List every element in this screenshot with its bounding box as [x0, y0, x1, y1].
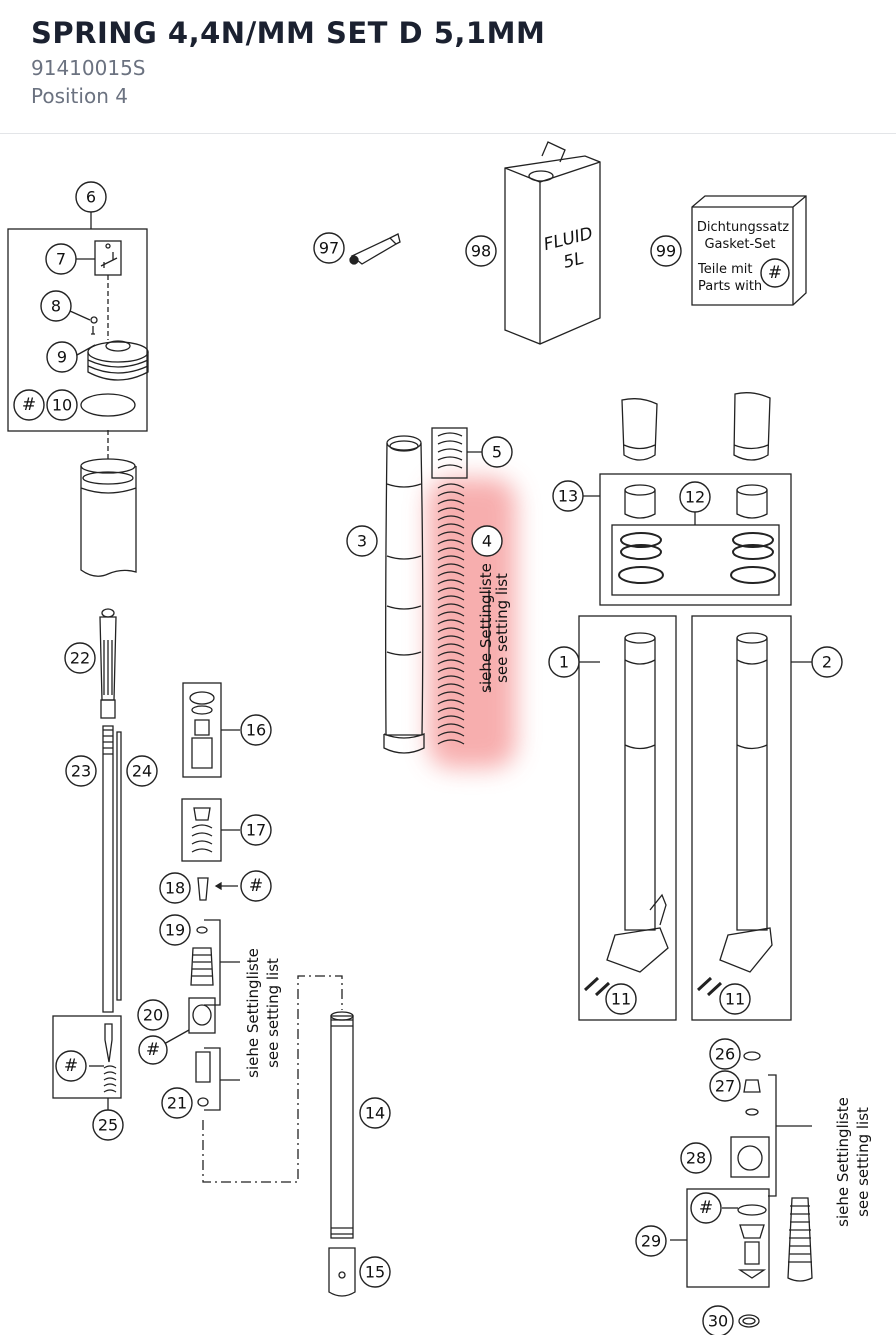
callout-3: 3: [357, 532, 367, 551]
fluid-can-outline: [504, 155, 601, 345]
group-box-13: [599, 473, 792, 606]
callout-1: 1: [559, 653, 569, 672]
callout-2: 2: [822, 653, 832, 672]
exploded-diagram: 6 7 8 9 # 10 97 98 99 # 3 5 4 13 12 1 2 …: [7, 141, 872, 1335]
part-number: 91410015S: [31, 56, 146, 80]
callout-7: 7: [56, 250, 66, 269]
gasket-box-outline: [691, 195, 807, 306]
hash-marker: #: [64, 1056, 78, 1076]
group-box-28: [730, 1136, 770, 1178]
callout-14: 14: [365, 1104, 385, 1123]
setting-note-de: siehe Settingliste: [834, 1097, 852, 1227]
setting-note-en: see setting list: [493, 573, 511, 683]
callout-20: 20: [143, 1006, 163, 1025]
callout-13: 13: [558, 487, 578, 506]
callout-29: 29: [641, 1232, 661, 1251]
header: SPRING 4,4N/MM SET D 5,1MM 91410015S Pos…: [0, 0, 896, 134]
group-box-6: [7, 228, 148, 432]
group-box-20: [188, 997, 216, 1034]
callout-8: 8: [51, 297, 61, 316]
callout-28: 28: [686, 1149, 706, 1168]
gasket-box-line4: Parts with: [698, 279, 762, 294]
setting-note-de: siehe Settingliste: [477, 563, 495, 693]
callout-11: 11: [725, 990, 745, 1009]
setting-note-en: see setting list: [264, 958, 282, 1068]
spring-4-coils: [437, 483, 465, 745]
group-box-1: [578, 615, 677, 1021]
group-box-12: [611, 524, 780, 596]
setting-note-en: see setting list: [854, 1107, 872, 1217]
product-title: SPRING 4,4N/MM SET D 5,1MM: [31, 16, 546, 50]
callout-4: 4: [482, 532, 492, 551]
group-box-25: [52, 1015, 122, 1099]
callout-18: 18: [165, 879, 185, 898]
gasket-box-line1: Dichtungssatz: [697, 220, 789, 235]
group-box-16: [182, 682, 222, 778]
hash-marker: #: [699, 1198, 713, 1218]
callout-19: 19: [165, 921, 185, 940]
callout-30: 30: [708, 1312, 728, 1331]
callout-17: 17: [246, 821, 266, 840]
gasket-box-line3: Teile mit: [697, 262, 752, 277]
callout-24: 24: [132, 762, 152, 781]
hash-marker: #: [768, 263, 782, 283]
callout-99: 99: [656, 242, 676, 261]
callout-25: 25: [98, 1116, 118, 1135]
position-label: Position 4: [31, 84, 128, 108]
group-box-2: [691, 615, 792, 1021]
callout-97: 97: [319, 239, 339, 258]
hash-marker: #: [22, 395, 36, 415]
callout-21: 21: [167, 1094, 187, 1113]
callout-10: 10: [52, 396, 72, 415]
callout-98: 98: [471, 242, 491, 261]
fluid-can-volume: 5L: [561, 249, 586, 273]
callout-22: 22: [70, 649, 90, 668]
callout-6: 6: [86, 188, 96, 207]
group-box-29: [686, 1188, 770, 1288]
fluid-can-label: FLUID: [542, 224, 595, 255]
callout-16: 16: [246, 721, 266, 740]
callout-5: 5: [492, 443, 502, 462]
gasket-box-line2: Gasket-Set: [704, 237, 775, 252]
callout-12: 12: [685, 488, 705, 507]
callout-11: 11: [611, 990, 631, 1009]
hash-marker: #: [249, 876, 263, 896]
callout-27: 27: [715, 1077, 735, 1096]
callout-15: 15: [365, 1263, 385, 1282]
setting-note-de: siehe Settingliste: [244, 948, 262, 1078]
hash-marker: #: [146, 1040, 160, 1060]
callout-26: 26: [715, 1045, 735, 1064]
callout-23: 23: [71, 762, 91, 781]
callout-9: 9: [57, 348, 67, 367]
